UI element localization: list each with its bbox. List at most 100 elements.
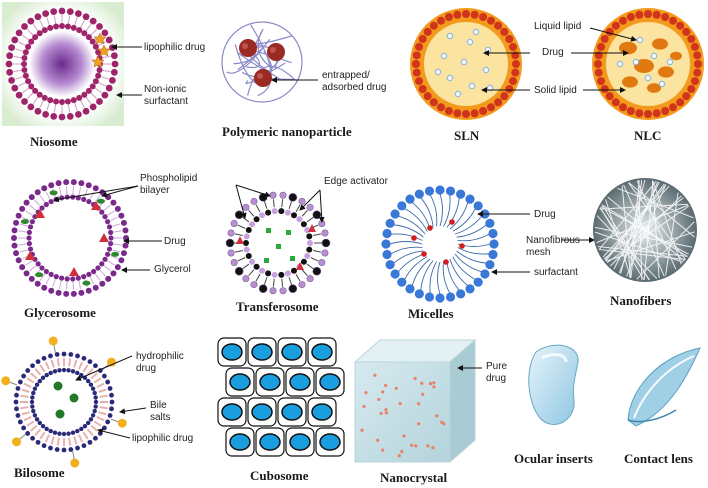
water-channel — [319, 373, 341, 391]
water-channel — [251, 403, 273, 421]
lipid-head — [30, 363, 35, 369]
drug-molecule — [632, 58, 640, 66]
glycerol — [82, 280, 91, 286]
lipid-head — [415, 42, 424, 51]
lipid-head — [90, 413, 96, 418]
surfactant-head — [96, 98, 103, 105]
transferosome-caption: Transferosome — [236, 299, 319, 314]
pure-drug-particle — [394, 386, 398, 391]
lipid-head — [494, 21, 503, 30]
phospholipid-head — [108, 235, 114, 241]
lipid-head — [306, 246, 313, 253]
drug-triangle — [69, 267, 79, 276]
drug-square — [290, 256, 295, 261]
drug-triangle — [91, 201, 101, 210]
glycerol — [96, 198, 105, 204]
drug-molecule — [454, 90, 462, 98]
lipid-head — [31, 390, 36, 396]
lipid-head — [57, 368, 62, 373]
glycerosome-phospholipid-label-1: Phospholipid — [140, 173, 198, 184]
pure-drug-particle — [417, 402, 421, 406]
micelles-surfactant-label: surfactant — [534, 267, 578, 278]
glycerol — [49, 190, 58, 196]
surfactant-head — [15, 29, 23, 37]
lipid-head — [93, 399, 99, 405]
lipid-head — [30, 435, 35, 441]
lipid-head — [44, 372, 49, 378]
lipid-head — [14, 406, 19, 412]
pure-drug-particle — [362, 404, 366, 409]
fiber — [597, 245, 688, 257]
lipid-head — [661, 106, 670, 115]
phospholipid-head — [26, 240, 32, 247]
surfactant-head — [96, 23, 103, 30]
lipid-head — [82, 423, 88, 429]
surfactant-head — [390, 269, 400, 279]
surfactant-tail — [439, 193, 443, 227]
pure-drug-particle — [432, 381, 436, 385]
lipid-head — [68, 352, 74, 357]
fiber — [617, 187, 694, 219]
phospholipid-head — [26, 229, 32, 236]
surfactant-head — [21, 23, 28, 30]
phospholipid-head — [11, 227, 18, 234]
lipid-head — [54, 447, 60, 452]
surfactant-tail — [390, 246, 423, 255]
hydrophilic-drug — [69, 393, 79, 403]
nanofibrous-mesh-label-1: Nanofibrous — [526, 235, 580, 246]
phospholipid-head — [15, 212, 22, 219]
phospholipid-head — [95, 265, 101, 271]
drug-molecule — [666, 58, 674, 66]
surfactant-head — [21, 61, 27, 67]
lipid-head — [635, 109, 644, 118]
surfactant-head — [74, 111, 82, 118]
phospholipid-head — [114, 205, 121, 212]
lipid-head — [101, 373, 107, 379]
sln-figure — [410, 8, 522, 120]
solid-lipid — [622, 76, 638, 88]
surfactant-head — [58, 7, 66, 15]
lipid-head — [40, 375, 46, 381]
lipid-head — [81, 443, 87, 449]
nanocrystal-pure-drug-label-1: Pure — [486, 361, 508, 372]
lipid-head — [453, 10, 462, 19]
lipid-head — [644, 10, 652, 18]
lipid-head — [88, 382, 94, 387]
lipid-head — [32, 413, 38, 418]
phospholipid-head — [106, 246, 113, 252]
lipid-head — [85, 378, 91, 384]
lipid-head — [61, 367, 67, 373]
pure-drug-particle — [442, 422, 446, 426]
polymer-chain — [246, 65, 296, 96]
lipid-head — [29, 399, 35, 405]
phospholipid-head — [43, 201, 49, 208]
water-channel — [311, 403, 333, 421]
surfactant-head — [92, 43, 99, 50]
surfactant-tail — [442, 261, 451, 294]
lipid-head — [40, 423, 46, 429]
surfactant-head — [21, 98, 28, 105]
lipid-head — [597, 77, 606, 86]
surfactant-tail — [449, 202, 469, 230]
phospholipid-head — [108, 240, 114, 247]
surfactant-head — [32, 34, 39, 41]
surfactant-tail — [452, 256, 476, 280]
phospholipid-head — [99, 280, 106, 287]
surfactant-head — [105, 84, 113, 92]
lipid-head — [234, 210, 244, 220]
water-channel — [251, 343, 273, 361]
niosome-drug-label: lipophilic drug — [144, 42, 206, 53]
surfactant-tail — [390, 233, 423, 241]
nlc-figure — [481, 8, 704, 120]
surfactant-head — [76, 27, 83, 34]
pure-drug-particle — [413, 376, 417, 381]
lipid-head — [298, 281, 306, 289]
pure-drug-particle — [435, 414, 439, 418]
lipid-head — [21, 373, 27, 379]
phospholipid-head — [118, 212, 125, 219]
lipid-head — [66, 368, 71, 373]
lipid-head — [92, 390, 97, 396]
lipid-head — [92, 408, 97, 414]
phospholipid-head — [28, 194, 35, 201]
surfactant-head — [89, 83, 96, 90]
